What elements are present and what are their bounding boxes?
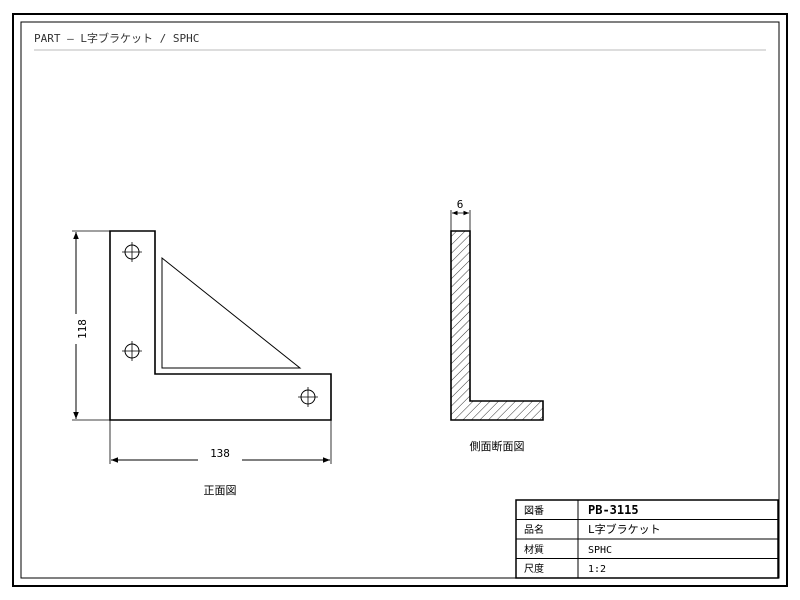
title-block-label-material: 材質: [524, 543, 544, 556]
width-dimension: 138: [109, 420, 332, 464]
title-block-label-scale: 尺度: [524, 562, 544, 575]
section-profile: [450, 230, 544, 421]
inner-border: [20, 21, 780, 579]
mounting-hole: [122, 242, 142, 262]
outer-border: [12, 13, 788, 587]
title-block-label-drawing-no: 図番: [524, 505, 544, 517]
thickness-dimension: 6: [450, 198, 471, 231]
title-block-label-part-name: 品名: [524, 523, 544, 536]
side-view-caption: 側面断面図: [470, 439, 525, 453]
title-block-value-part-name: L字ブラケット: [588, 522, 661, 536]
mounting-hole: [122, 341, 142, 361]
sheet-title: PART — L字ブラケット / SPHC: [34, 31, 199, 45]
title-block-value-drawing-no: PB-3115: [588, 503, 639, 517]
height-dimension: 118: [72, 230, 110, 421]
side-section-view: 6 側面断面図: [450, 198, 544, 453]
mounting-hole: [298, 387, 318, 407]
title-block-value-scale: 1:2: [588, 564, 606, 575]
front-view-caption: 正面図: [204, 484, 237, 497]
title-block-value-material: SPHC: [588, 545, 612, 556]
title-block: 図番 PB-3115 品名 L字ブラケット 材質 SPHC 尺度 1:2: [515, 499, 779, 579]
bracket-outline: [109, 230, 332, 421]
front-view: 118 138 正面図: [72, 230, 332, 497]
thickness-dimension-value: 6: [457, 198, 464, 211]
gusset-outline: [161, 256, 302, 369]
width-dimension-value: 138: [210, 447, 230, 460]
height-dimension-value: 118: [76, 319, 89, 339]
